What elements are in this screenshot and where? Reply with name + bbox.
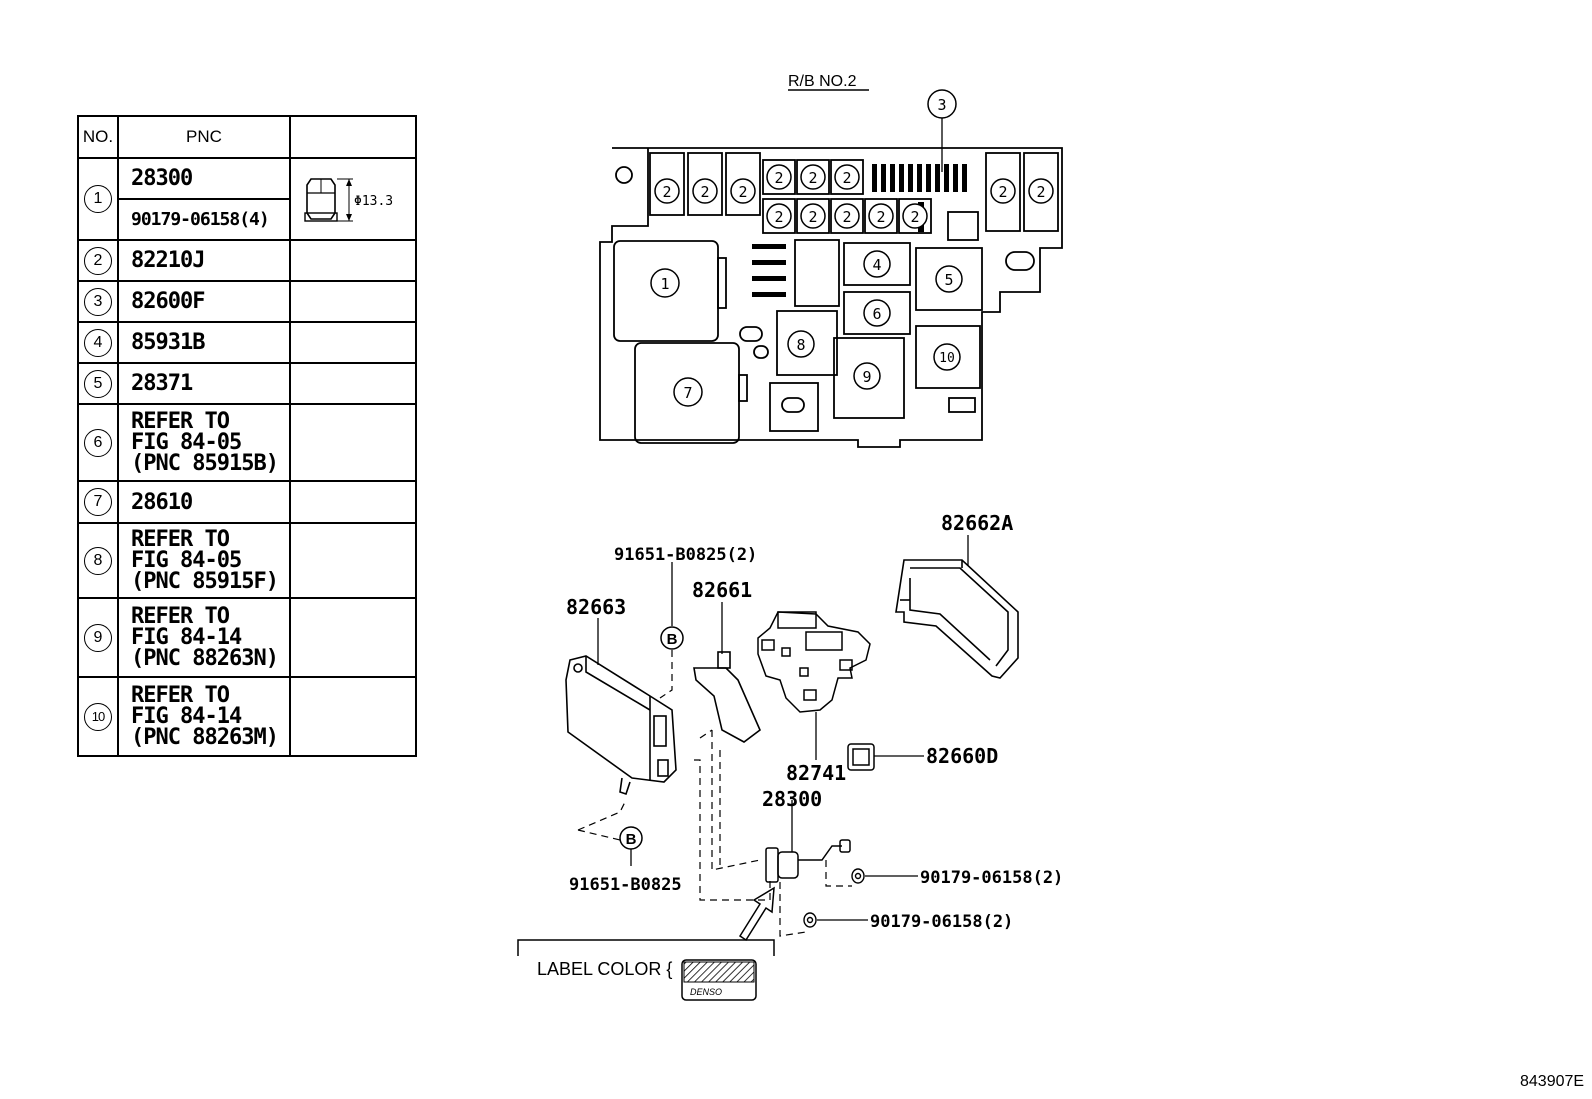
assembly-dash-lines <box>577 650 852 937</box>
fusible-link-28300 <box>765 839 851 883</box>
table-row: 9 REFER TO FIG 84-14 (PNC 88263N) <box>77 597 417 678</box>
part-82661: 82661 <box>692 578 752 602</box>
pnc-value: 28300 <box>117 157 291 200</box>
bracket-82663 <box>565 655 677 796</box>
row-number: 1 <box>84 185 112 213</box>
pnc-value: 85931B <box>117 321 291 364</box>
nut-90179-b <box>803 912 817 928</box>
table-row: 90179-06158(4) <box>78 198 416 241</box>
nut-90179-a <box>851 868 865 884</box>
figure-id: 843907E <box>1520 1073 1584 1090</box>
relay-block-callouts <box>650 89 1054 407</box>
bracket-82661 <box>693 651 761 743</box>
relay-block-title: R/B NO.2 <box>788 73 857 90</box>
row-number: 4 <box>84 328 112 357</box>
direction-arrow-icon <box>738 886 775 942</box>
svg-text:10: 10 <box>939 351 955 366</box>
nut-icon: Φ13.3 <box>304 178 393 222</box>
table-row: 7 28610 <box>77 480 417 524</box>
refer-text: REFER TO FIG 84-14 (PNC 88263N) <box>117 597 291 678</box>
row-number: 8 <box>84 546 112 575</box>
table-row: 5 28371 <box>77 362 417 405</box>
row-number: 3 <box>84 287 112 316</box>
svg-text:2: 2 <box>738 183 747 201</box>
header-pnc: PNC <box>117 115 291 159</box>
holder-82741 <box>757 611 871 713</box>
label-brand: DENSO <box>690 987 722 997</box>
nut-dimension: Φ13.3 <box>354 194 393 209</box>
row-number: 7 <box>84 488 112 516</box>
part-82663: 82663 <box>566 595 626 619</box>
part-90179-b: 90179-06158(2) <box>870 912 1013 932</box>
svg-text:2: 2 <box>876 208 885 226</box>
refer-text: REFER TO FIG 84-14 (PNC 88263M) <box>117 676 291 757</box>
row-number: 6 <box>84 428 112 457</box>
svg-text:2: 2 <box>700 183 709 201</box>
block-82660D <box>847 743 875 771</box>
svg-text:7: 7 <box>683 384 692 402</box>
svg-text:9: 9 <box>862 368 871 386</box>
pnc-value: 90179-06158(4) <box>117 198 291 241</box>
svg-text:2: 2 <box>774 169 783 187</box>
pnc-value: 28610 <box>117 480 291 524</box>
svg-text:2: 2 <box>774 208 783 226</box>
row-number: 10 <box>84 702 112 731</box>
svg-text:2: 2 <box>808 169 817 187</box>
svg-text:3: 3 <box>937 96 946 114</box>
clip-b-bottom-label: B <box>626 831 637 848</box>
row-number: 2 <box>84 246 112 275</box>
table-header: NO. PNC <box>77 115 417 159</box>
part-82660D: 82660D <box>926 744 998 768</box>
table-row: 3 82600F <box>77 280 417 323</box>
svg-text:1: 1 <box>660 275 669 293</box>
relay-block-callout-numbers: 2 2 2 2 2 2 2 2 2 2 2 2 2 3 1 4 5 6 7 8 … <box>660 96 1045 402</box>
label-color-bracket <box>517 939 775 956</box>
svg-text:6: 6 <box>872 305 881 323</box>
table-row: 10 REFER TO FIG 84-14 (PNC 88263M) <box>77 676 417 757</box>
svg-text:2: 2 <box>842 208 851 226</box>
label-color-text: LABEL COLOR { <box>537 959 672 979</box>
svg-text:2: 2 <box>662 183 671 201</box>
part-82741: 82741 <box>786 761 846 785</box>
refer-text: REFER TO FIG 84-05 (PNC 85915B) <box>117 403 291 482</box>
svg-text:4: 4 <box>872 256 881 274</box>
clip-b-top-icon <box>660 626 684 650</box>
part-82662A: 82662A <box>941 511 1013 535</box>
svg-text:2: 2 <box>808 208 817 226</box>
part-28300: 28300 <box>762 787 822 811</box>
svg-text:2: 2 <box>1036 183 1045 201</box>
cover-82662A <box>895 559 1019 679</box>
svg-text:2: 2 <box>842 169 851 187</box>
row-number: 9 <box>84 623 112 652</box>
label-hatch <box>683 961 755 983</box>
table-row: 8 REFER TO FIG 84-05 (PNC 85915F) <box>77 522 417 599</box>
clip-b-top-label: B <box>667 631 678 648</box>
pnc-value: 82600F <box>117 280 291 323</box>
pnc-table: NO. PNC 1 28300 Φ13.3 90179-06158(4) 2 <box>77 115 417 757</box>
fuse-ribs <box>752 164 967 297</box>
svg-text:5: 5 <box>944 271 953 289</box>
table-row: 1 28300 Φ13.3 <box>77 157 417 241</box>
svg-text:2: 2 <box>910 208 919 226</box>
part-91651-bottom: 91651-B0825 <box>569 875 682 895</box>
svg-text:2: 2 <box>998 183 1007 201</box>
header-extra <box>289 115 417 159</box>
pnc-value: 28371 <box>117 362 291 405</box>
part-91651-top: 91651-B0825(2) <box>614 545 757 565</box>
header-no: NO. <box>77 115 119 159</box>
refer-text: REFER TO FIG 84-05 (PNC 85915F) <box>117 522 291 599</box>
relay-block <box>599 147 1063 448</box>
svg-text:8: 8 <box>796 336 805 354</box>
table-row: 4 85931B <box>77 321 417 364</box>
table-row: 6 REFER TO FIG 84-05 (PNC 85915B) <box>77 403 417 482</box>
part-90179-a: 90179-06158(2) <box>920 868 1063 888</box>
table-row: 2 82210J <box>77 239 417 282</box>
nut-illustration-cell: Φ13.3 <box>289 157 417 241</box>
pnc-value: 82210J <box>117 239 291 282</box>
row-number: 5 <box>84 369 112 398</box>
